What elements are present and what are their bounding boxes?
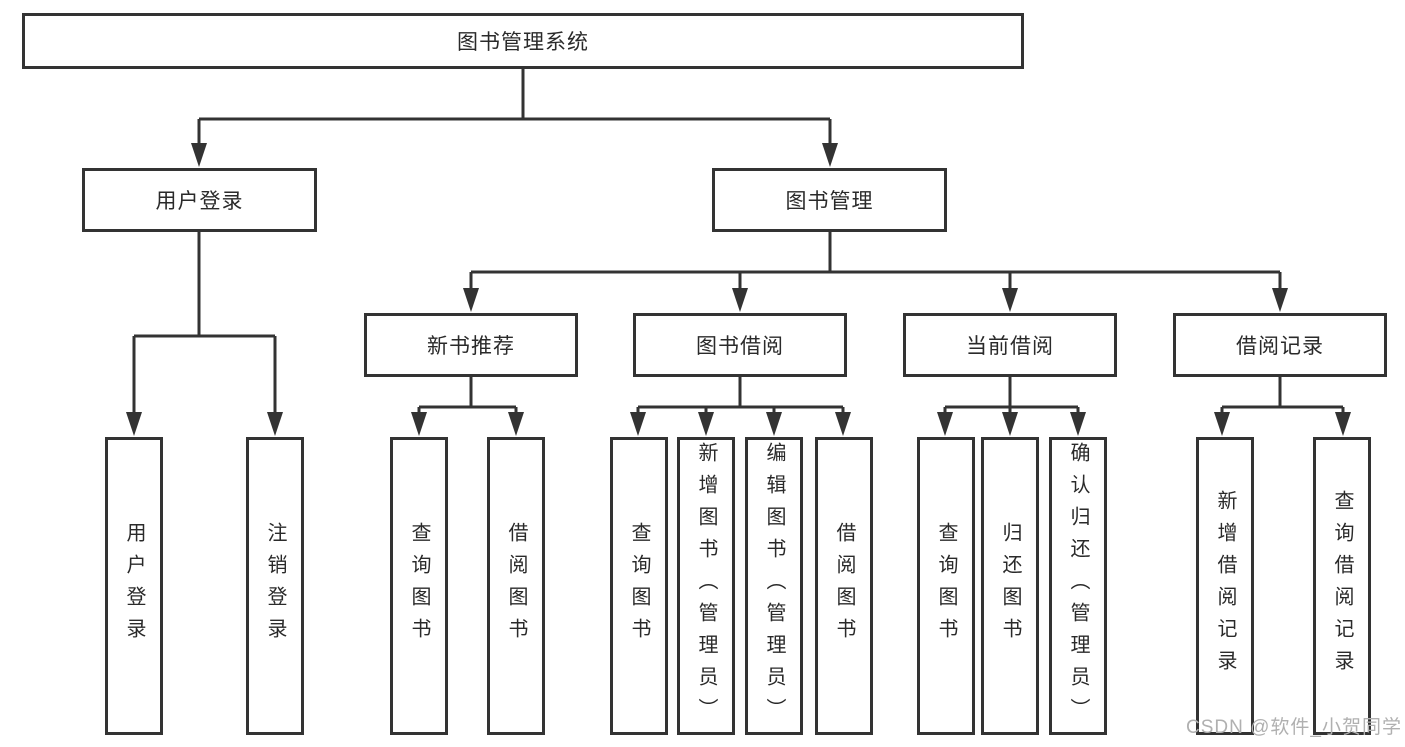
- node-leaf-logout: 注销登录: [246, 437, 304, 735]
- node-leaf-user-login: 用户登录: [105, 437, 163, 735]
- node-label: 查询借阅记录: [1331, 490, 1353, 682]
- node-library-management-system: 图书管理系统: [22, 13, 1024, 69]
- node-leaf-confirm-return-admin: 确认归还（管理员）: [1049, 437, 1107, 735]
- node-label: 借阅记录: [1236, 335, 1324, 358]
- node-label: 查询图书: [628, 522, 650, 650]
- node-leaf-add-books-admin: 新增图书（管理员）: [677, 437, 735, 735]
- node-leaf-edit-books-admin: 编辑图书（管理员）: [745, 437, 803, 735]
- node-label: 用户登录: [123, 522, 145, 650]
- node-leaf-query-books-current: 查询图书: [917, 437, 975, 735]
- node-book-borrowing: 图书借阅: [633, 313, 847, 377]
- node-label: 编辑图书（管理员）: [763, 442, 785, 730]
- node-label: 图书管理系统: [457, 31, 589, 54]
- node-label: 查询图书: [935, 522, 957, 650]
- node-borrowing-records: 借阅记录: [1173, 313, 1387, 377]
- node-label: 新增借阅记录: [1214, 490, 1236, 682]
- node-label: 确认归还（管理员）: [1067, 442, 1089, 730]
- node-leaf-borrow-books: 借阅图书: [815, 437, 873, 735]
- node-label: 归还图书: [999, 522, 1021, 650]
- csdn-watermark: CSDN @软件_小贺同学: [1186, 717, 1402, 738]
- node-new-book-recommend: 新书推荐: [364, 313, 578, 377]
- node-label: 新增图书（管理员）: [695, 442, 717, 730]
- node-leaf-query-books-recommend: 查询图书: [390, 437, 448, 735]
- node-label: 当前借阅: [966, 335, 1054, 358]
- node-label: 图书借阅: [696, 335, 784, 358]
- node-label: 注销登录: [264, 522, 286, 650]
- node-leaf-query-borrow-record: 查询借阅记录: [1313, 437, 1371, 735]
- node-label: 新书推荐: [427, 335, 515, 358]
- node-current-borrowing: 当前借阅: [903, 313, 1117, 377]
- node-label: 图书管理: [785, 190, 874, 213]
- node-label: 借阅图书: [833, 522, 855, 650]
- node-leaf-add-borrow-record: 新增借阅记录: [1196, 437, 1254, 735]
- node-label: 查询图书: [408, 522, 430, 650]
- node-leaf-return-books: 归还图书: [981, 437, 1039, 735]
- node-label: 借阅图书: [505, 522, 527, 650]
- node-label: 用户登录: [155, 190, 244, 213]
- node-leaf-query-books-borrow: 查询图书: [610, 437, 668, 735]
- node-leaf-borrow-books-recommend: 借阅图书: [487, 437, 545, 735]
- node-user-login: 用户登录: [82, 168, 317, 232]
- node-book-management: 图书管理: [712, 168, 947, 232]
